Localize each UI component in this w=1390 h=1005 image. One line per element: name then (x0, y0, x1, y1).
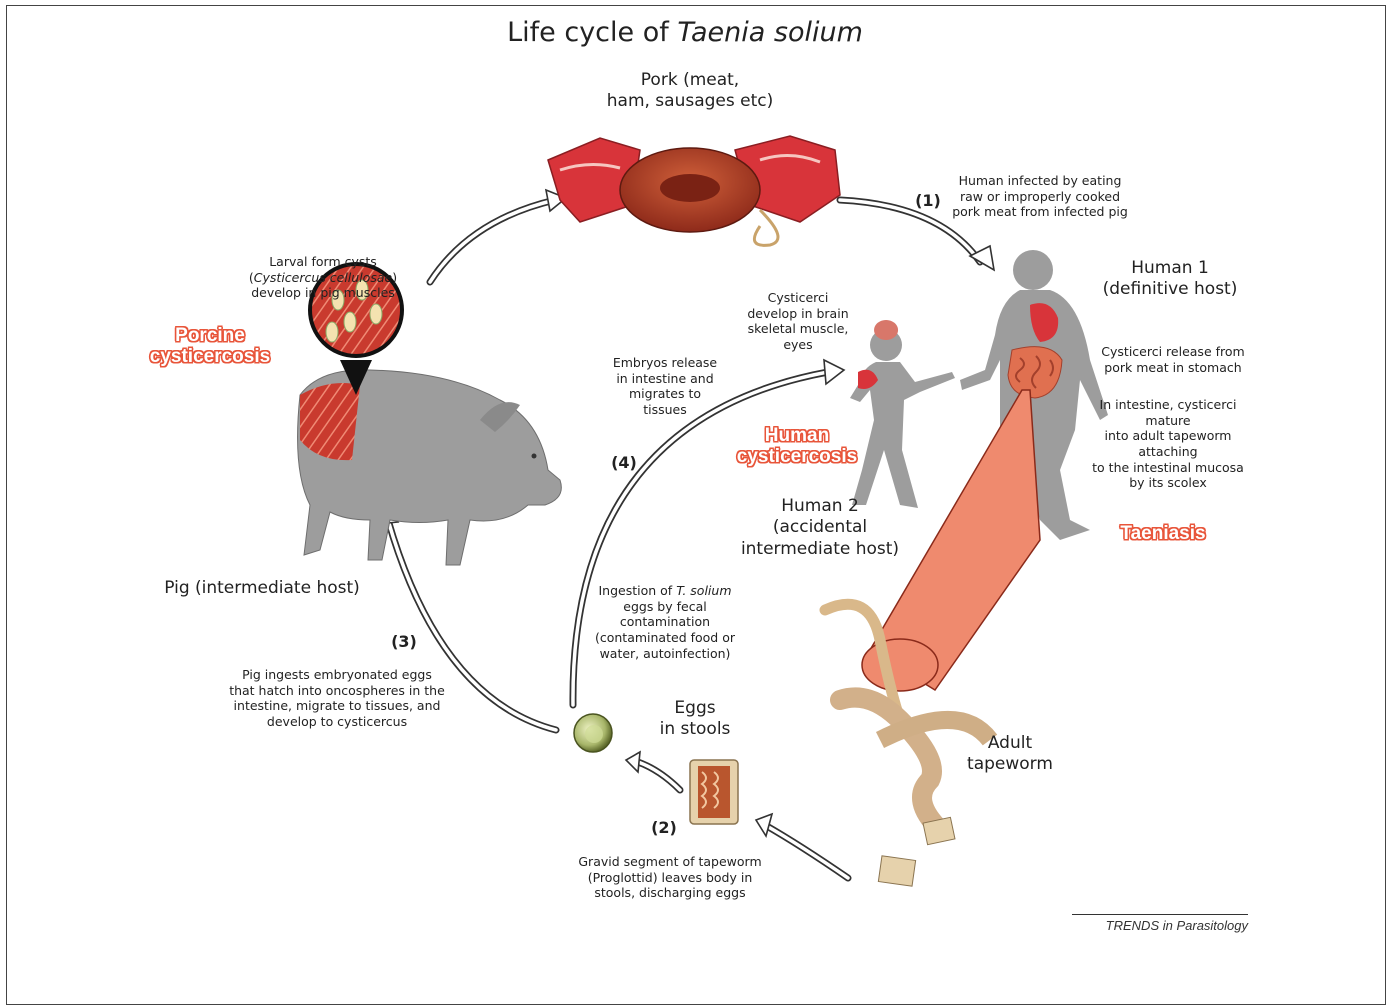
eggs-label: Eggs in stools (640, 698, 750, 741)
cycle-arrows (378, 190, 994, 878)
pork-meat-illustration (548, 136, 840, 245)
larval-line-1: Larval form cysts (269, 254, 377, 269)
diagram-title: Life cycle of Taenia solium (0, 16, 1370, 50)
step1-text: Human infected by eating raw or improper… (945, 173, 1135, 220)
step1-number: (1) (910, 191, 946, 211)
larval-species: Cysticercus cellulosae (254, 270, 392, 285)
human-cysticercosis-label: Human cysticercosis (722, 426, 872, 468)
human2-silhouette (850, 320, 955, 508)
intestine-note: In intestine, cysticerci mature into adu… (1080, 397, 1256, 491)
stomach-note: Cysticerci release from pork meat in sto… (1088, 344, 1258, 375)
title-species: Taenia solium (677, 17, 863, 48)
porcine-cysticercosis-label: Porcine cysticercosis (130, 326, 290, 368)
step4-number: (4) (606, 453, 642, 473)
ingestion-species: T. solium (676, 583, 731, 598)
step2-text: Gravid segment of tapeworm (Proglottid) … (570, 854, 770, 901)
ingestion-prefix: Ingestion of (599, 583, 677, 598)
arrow-proglottid-to-eggs (626, 752, 680, 790)
pork-label: Pork (meat, ham, sausages etc) (560, 70, 820, 113)
human2-label: Human 2 (accidental intermediate host) (740, 496, 900, 560)
larval-cysts-note: Larval form cysts (Cysticercus cellulosa… (248, 254, 398, 301)
taeniasis-label: Taeniasis (1108, 524, 1218, 545)
journal-credit: TRENDS in Parasitology (1072, 914, 1248, 933)
human1-label: Human 1 (definitive host) (1090, 258, 1250, 301)
adult-tapeworm-label: Adult tapeworm (960, 733, 1060, 776)
ingestion-rest: eggs by fecal contamination (contaminate… (595, 599, 735, 661)
step3-number: (3) (386, 632, 422, 652)
step4-text: Embryos release in intestine and migrate… (606, 355, 724, 418)
title-prefix: Life cycle of (507, 17, 677, 48)
egg-illustration (574, 714, 612, 752)
proglottid-illustration (690, 760, 738, 824)
ingestion-note: Ingestion of T. solium eggs by fecal con… (582, 583, 748, 661)
step3-text: Pig ingests embryonated eggs that hatch … (222, 667, 452, 730)
pig-illustration (298, 370, 562, 565)
arrow-pig-to-pork (430, 190, 566, 282)
larval-line-3: develop in pig muscles (251, 285, 395, 300)
cysticerci-brain-note: Cysticerci develop in brain skeletal mus… (740, 290, 856, 353)
pig-label: Pig (intermediate host) (152, 578, 372, 599)
step2-number: (2) (646, 818, 682, 838)
